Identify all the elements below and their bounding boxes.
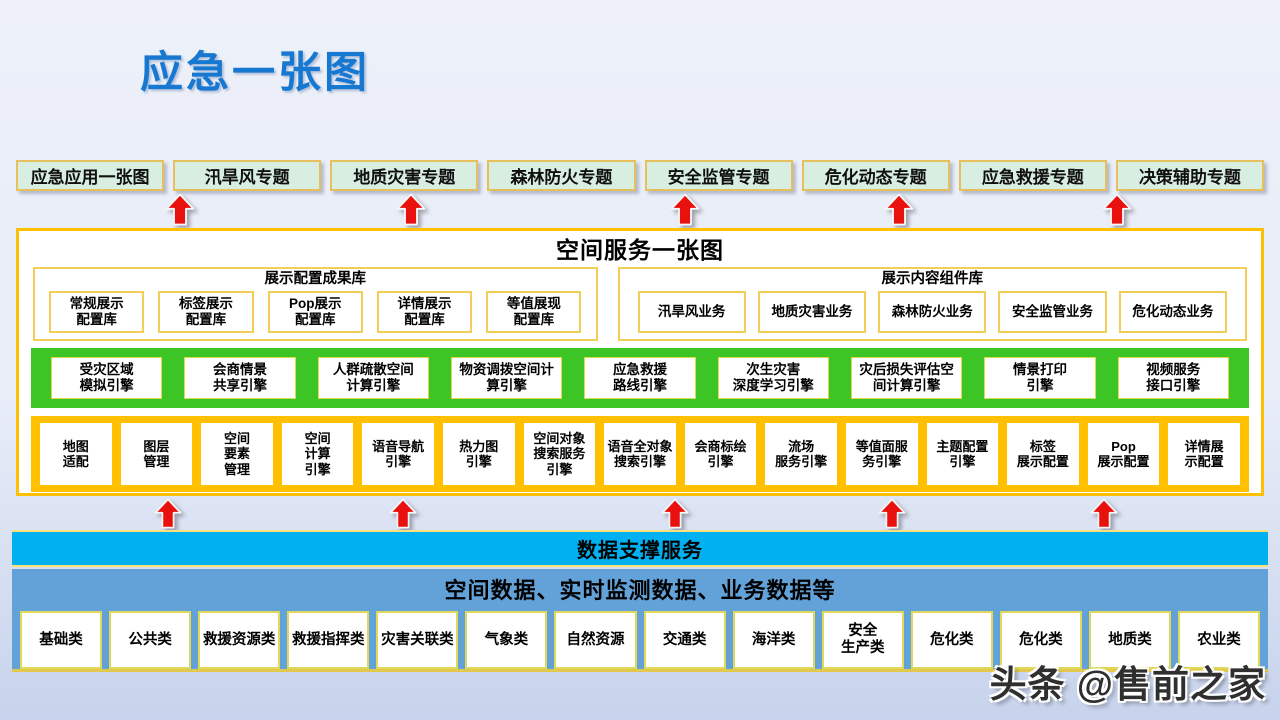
- up-arrow-icon: [882, 193, 916, 226]
- data-category-box: 农业类: [1178, 611, 1261, 669]
- config-library-box: Pop展示 配置库: [267, 291, 363, 333]
- base-service-box: 等值面服 务引擎: [845, 423, 918, 485]
- base-service-box: 会商标绘 引擎: [684, 423, 757, 485]
- base-service-box: 空间 计算 引擎: [281, 423, 354, 485]
- data-category-box: 救援资源类: [198, 611, 281, 669]
- data-category-box: 气象类: [465, 611, 548, 669]
- up-arrow-icon: [163, 193, 197, 226]
- config-library-panel: 展示配置成果库 常规展示 配置库标签展示 配置库 Pop展示 配置库详情展示 配置…: [33, 267, 598, 341]
- topic-row: 应急应用一张图汛旱风专题地质灾害专题森林防火专题安全监管专题危化动态专题应急救援…: [16, 160, 1264, 191]
- data-category-box: 灾害关联类: [376, 611, 459, 669]
- base-service-box: 语音导航 引擎: [362, 423, 434, 485]
- config-library-box: 标签展示 配置库: [158, 291, 254, 333]
- engine-box: 应急救援 路线引擎: [584, 357, 696, 399]
- up-arrow-icon: [659, 498, 693, 531]
- watermark: 头条 @售前之家: [989, 664, 1266, 705]
- data-category-box: 交通类: [643, 611, 726, 669]
- engine-box: 视频服务 接口引擎: [1117, 357, 1229, 399]
- up-arrow-icon: [1100, 193, 1134, 226]
- topic-box: 地质灾害专题: [330, 160, 479, 191]
- data-category-box: 地质类: [1088, 611, 1172, 669]
- base-service-box: 流场 服务引擎: [765, 423, 837, 485]
- data-category-box: 基础类: [20, 611, 103, 669]
- content-library-box: 汛旱风业务: [637, 291, 746, 333]
- data-category-row: 基础类公共类救援资源类救援指挥类灾害关联类气象类自然资源交通类海洋类安全 生产类…: [20, 611, 1261, 669]
- data-layer-title: 空间数据、实时监测数据、业务数据等: [444, 578, 836, 603]
- spatial-service-panel: 空间服务一张图 展示配置成果库 常规展示 配置库标签展示 配置库 Pop展示 配置…: [16, 228, 1264, 496]
- engine-box: 情景打印 引擎: [984, 357, 1096, 399]
- base-service-box: 图层 管理: [120, 423, 193, 485]
- content-library-items: 汛旱风业务地质灾害业务森林防火业务安全监管业务危化动态业务: [637, 291, 1228, 333]
- data-layer-panel: 空间数据、实时监测数据、业务数据等 基础类公共类救援资源类救援指挥类灾害关联类气…: [12, 569, 1268, 672]
- up-arrow-icon: [668, 193, 702, 226]
- base-service-box: 空间对象 搜索服务 引擎: [523, 423, 596, 485]
- engine-box: 会商情景 共享引擎: [184, 357, 296, 399]
- config-library-box: 常规展示 配置库: [49, 291, 145, 333]
- content-library-box: 危化动态业务: [1118, 291, 1227, 333]
- base-service-band: 地图 适配图层 管理空间 要素 管理空间 计算 引擎语音导航 引擎热力图 引擎空…: [31, 416, 1249, 492]
- topic-box: 森林防火专题: [487, 160, 636, 191]
- up-arrow-icon: [152, 498, 186, 531]
- config-library-items: 常规展示 配置库标签展示 配置库 Pop展示 配置库详情展示 配置库等值展现 配置…: [49, 291, 582, 333]
- data-category-box: 安全 生产类: [821, 611, 904, 669]
- config-library-title: 展示配置成果库: [264, 271, 367, 287]
- data-category-box: 危化类: [910, 611, 993, 669]
- data-support-bar: 数据支撑服务: [12, 530, 1268, 567]
- engine-band: 受灾区域 模拟引擎会商情景 共享引擎人群疏散空间 计算引擎物资调拨空间计 算引擎…: [31, 348, 1249, 408]
- arrow-row-bottom: [0, 498, 1280, 532]
- topic-box: 安全监管专题: [644, 160, 793, 191]
- base-service-box: 热力图 引擎: [442, 423, 515, 485]
- base-service-box: 主题配置 引擎: [926, 423, 999, 485]
- data-category-box: 危化类: [999, 611, 1082, 669]
- engine-box: 灾后损失评估空 间计算引擎: [850, 357, 963, 399]
- library-panels: 展示配置成果库 常规展示 配置库标签展示 配置库 Pop展示 配置库详情展示 配置…: [33, 267, 1247, 341]
- content-library-title: 展示内容组件库: [881, 271, 984, 287]
- topic-box: 应急应用一张图: [16, 160, 165, 191]
- base-service-box: 空间 要素 管理: [201, 423, 273, 485]
- topic-box: 决策辅助专题: [1115, 160, 1264, 191]
- data-category-box: 公共类: [109, 611, 192, 669]
- topic-box: 汛旱风专题: [173, 160, 322, 191]
- content-library-box: 安全监管业务: [998, 291, 1107, 333]
- data-category-box: 自然资源: [554, 611, 637, 669]
- config-library-box: 详情展示 配置库: [376, 291, 473, 333]
- engine-box: 物资调拨空间计 算引擎: [450, 357, 563, 399]
- topic-box: 危化动态专题: [801, 160, 950, 191]
- up-arrow-icon: [387, 498, 421, 531]
- engine-box: 次生灾害 深度学习引擎: [717, 357, 829, 399]
- up-arrow-icon: [1088, 498, 1122, 531]
- page-title: 应急一张图: [140, 49, 370, 97]
- content-library-box: 地质灾害业务: [757, 291, 867, 333]
- up-arrow-icon: [876, 498, 910, 531]
- base-service-box: Pop 展示配置: [1087, 423, 1160, 485]
- base-service-box: 地图 适配: [40, 423, 112, 485]
- arrow-row-top: [0, 193, 1280, 227]
- content-library-box: 森林防火业务: [878, 291, 987, 333]
- engine-box: 人群疏散空间 计算引擎: [317, 357, 429, 399]
- config-library-box: 等值展现 配置库: [486, 291, 582, 333]
- spatial-service-title: 空间服务一张图: [556, 237, 724, 263]
- engine-box: 受灾区域 模拟引擎: [51, 357, 163, 399]
- topic-box: 应急救援专题: [958, 160, 1107, 191]
- data-category-box: 海洋类: [732, 611, 815, 669]
- base-service-box: 标签 展示配置: [1007, 423, 1079, 485]
- data-category-box: 救援指挥类: [287, 611, 370, 669]
- content-library-panel: 展示内容组件库 汛旱风业务地质灾害业务森林防火业务安全监管业务危化动态业务: [617, 267, 1247, 341]
- base-service-box: 详情展 示配置: [1168, 423, 1240, 485]
- base-service-box: 语音全对象 搜索引擎: [604, 423, 676, 485]
- up-arrow-icon: [394, 193, 428, 226]
